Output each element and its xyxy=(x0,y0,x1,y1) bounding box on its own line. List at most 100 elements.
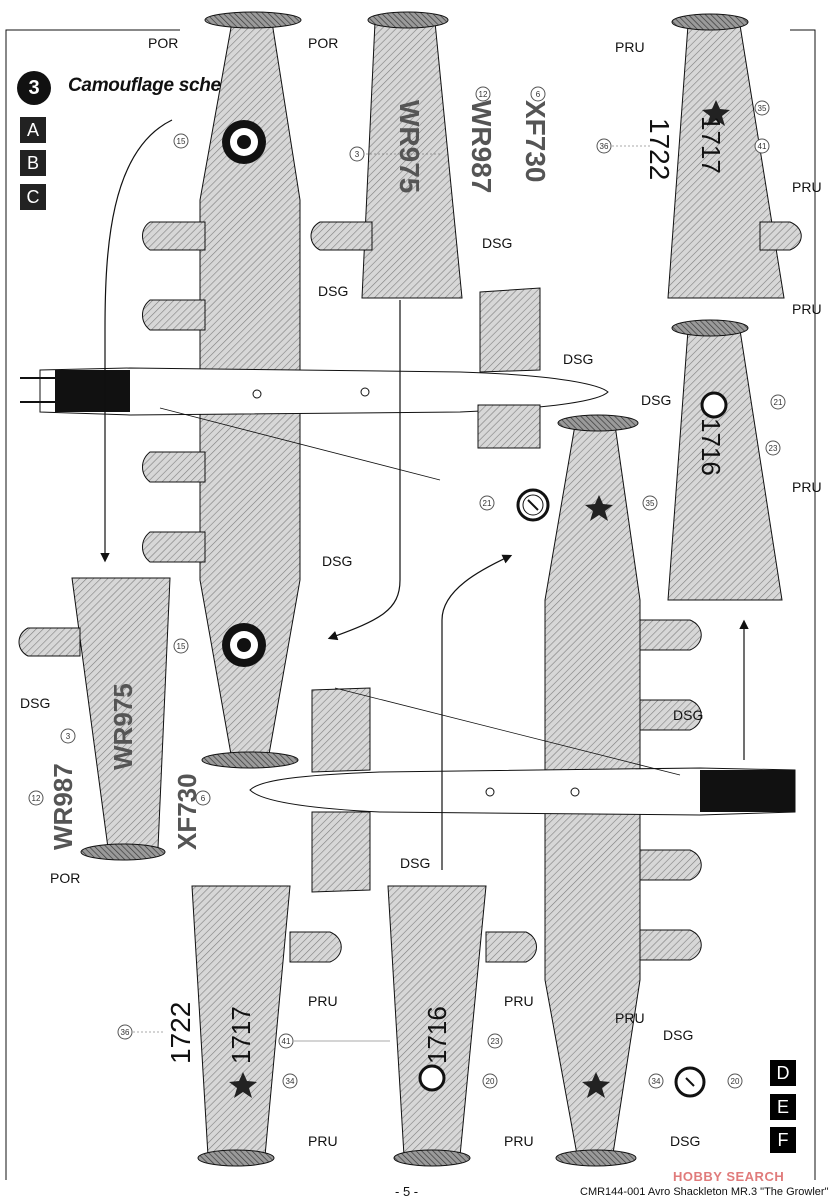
serial-xf730-bottom: XF730 xyxy=(172,773,202,850)
watermark: HOBBY SEARCH xyxy=(673,1169,785,1184)
label-pru-7: PRU xyxy=(308,1133,338,1149)
upper-wing-bottom xyxy=(544,424,641,771)
aircraft-top-view xyxy=(20,11,609,769)
svg-text:3: 3 xyxy=(355,150,360,159)
callout-36a: 36 xyxy=(596,138,612,154)
variant-d-badge: D xyxy=(770,1060,796,1086)
label-por-2: POR xyxy=(308,35,338,51)
aircraft-bottom-view xyxy=(249,414,796,1167)
serial-1716-bottom: 1716 xyxy=(422,1006,452,1064)
callout-21a: 21 xyxy=(770,394,786,410)
label-por-3: POR xyxy=(50,870,80,886)
wing-panel-serial-top xyxy=(310,11,463,299)
tailplane-top xyxy=(479,287,541,373)
callout-23b: 23 xyxy=(487,1033,503,1049)
label-dsg-6: DSG xyxy=(20,695,50,711)
svg-text:20: 20 xyxy=(486,1077,495,1086)
callout-12a: 12 xyxy=(475,86,491,102)
svg-text:21: 21 xyxy=(483,499,492,508)
wing-panel-serial-bottom xyxy=(18,577,171,861)
serial-wr975-bottom: WR975 xyxy=(108,683,138,770)
frame-left xyxy=(5,29,180,1180)
frame-right xyxy=(790,29,816,1180)
label-dsg-5: DSG xyxy=(322,553,352,569)
label-pru-3: PRU xyxy=(792,301,822,317)
wing-panel-pru-top xyxy=(667,13,802,299)
page-number: - 5 - xyxy=(395,1184,419,1199)
variant-e-badge: E xyxy=(770,1094,796,1120)
callout-35a: 35 xyxy=(754,100,770,116)
callout-35b: 35 xyxy=(642,495,658,511)
label-dsg-10: DSG xyxy=(670,1133,700,1149)
variant-c-badge: C xyxy=(20,184,46,210)
variant-f-badge: F xyxy=(770,1127,796,1153)
footer-caption: CMR144-001 Avro Shackleton MR.3 "The Gro… xyxy=(580,1186,829,1198)
label-pru-1: PRU xyxy=(615,39,645,55)
wingtip-por-top xyxy=(204,11,302,29)
callout-36b: 36 xyxy=(117,1024,133,1040)
svg-text:41: 41 xyxy=(758,142,767,151)
callout-34a: 34 xyxy=(282,1073,298,1089)
label-pru-5: PRU xyxy=(308,993,338,1009)
serial-wr987-bottom: WR987 xyxy=(48,763,78,850)
svg-text:35: 35 xyxy=(646,499,655,508)
label-pru-4: PRU xyxy=(792,479,822,495)
svg-text:12: 12 xyxy=(32,794,41,803)
label-dsg-9: DSG xyxy=(663,1027,693,1043)
arrow-a xyxy=(100,119,173,563)
serial-1722-top: 1722 xyxy=(644,118,675,180)
serial-1717-top: 1717 xyxy=(696,116,726,174)
label-dsg-3: DSG xyxy=(563,351,593,367)
tailplane-bottom xyxy=(477,404,541,449)
label-dsg-2: DSG xyxy=(482,235,512,251)
svg-text:35: 35 xyxy=(758,104,767,113)
callout-21b: 21 xyxy=(479,495,495,511)
roundel-top-lower xyxy=(222,623,266,667)
serial-1722-bottom: 1722 xyxy=(165,1002,196,1064)
svg-text:15: 15 xyxy=(177,642,186,651)
svg-text:34: 34 xyxy=(286,1077,295,1086)
svg-text:21: 21 xyxy=(774,398,783,407)
serial-wr975-top: WR975 xyxy=(394,100,425,193)
svg-text:3: 3 xyxy=(66,732,71,741)
callout-3a: 3 xyxy=(349,146,365,162)
callout-20b: 20 xyxy=(727,1073,743,1089)
wing-panel-pru-bottom-left xyxy=(191,885,342,1167)
badge-20-insignia xyxy=(674,1066,706,1098)
label-dsg-8: DSG xyxy=(673,707,703,723)
variant-a-badge: A xyxy=(20,117,46,143)
svg-text:20: 20 xyxy=(731,1077,740,1086)
wing-panel-pru-mid xyxy=(667,319,783,601)
svg-text:36: 36 xyxy=(121,1028,130,1037)
roundel-top-upper xyxy=(222,120,266,164)
callout-12b: 12 xyxy=(28,790,44,806)
cockpit-top xyxy=(55,370,130,412)
step-number-badge: 3 xyxy=(17,71,51,105)
callout-6a: 6 xyxy=(530,86,546,102)
callout-41a: 41 xyxy=(754,138,770,154)
label-dsg-4: DSG xyxy=(641,392,671,408)
svg-text:15: 15 xyxy=(177,137,186,146)
lower-wing-top xyxy=(199,409,301,761)
callout-15b: 15 xyxy=(173,638,189,654)
label-pru-9: PRU xyxy=(615,1010,645,1026)
serial-1716-mid: 1716 xyxy=(696,418,726,476)
label-pru-6: PRU xyxy=(504,993,534,1009)
serial-1717-bottom: 1717 xyxy=(226,1006,256,1064)
star-insignia xyxy=(229,100,730,1098)
label-pru-2: PRU xyxy=(792,179,822,195)
callout-34b: 34 xyxy=(648,1073,664,1089)
label-pru-8: PRU xyxy=(504,1133,534,1149)
serial-wr987-top: WR987 xyxy=(466,100,497,193)
callout-23a: 23 xyxy=(765,440,781,456)
badge-pru-bottom-insignia xyxy=(418,1064,446,1092)
label-dsg-1: DSG xyxy=(318,283,348,299)
svg-text:23: 23 xyxy=(491,1037,500,1046)
label-por-1: POR xyxy=(148,35,178,51)
upper-wing-top xyxy=(199,21,301,371)
badge-pru-mid-insignia xyxy=(700,391,728,419)
svg-text:6: 6 xyxy=(201,794,206,803)
svg-text:41: 41 xyxy=(282,1037,291,1046)
wingtip-por-bottom xyxy=(201,751,299,769)
